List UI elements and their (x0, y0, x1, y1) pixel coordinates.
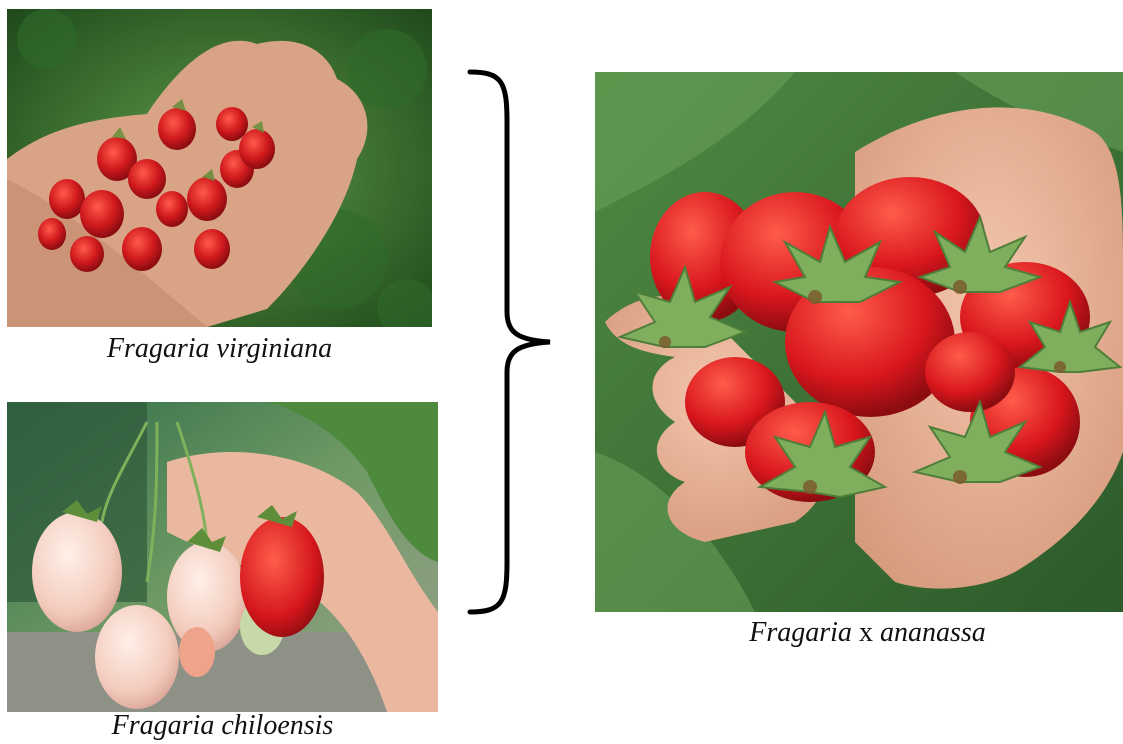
photo-fragaria-x-ananassa (595, 72, 1123, 612)
caption-fragaria-chiloensis: Fragaria chiloensis (7, 710, 438, 742)
species-epithet-label: virginiana (217, 333, 333, 364)
curly-brace-connector (462, 62, 557, 622)
caption-fragaria-virginiana: Fragaria virginiana (7, 333, 432, 365)
genus-label: Fragaria (107, 333, 210, 364)
species-epithet-label: ananassa (880, 617, 986, 648)
species-epithet-label: chiloensis (221, 710, 333, 741)
caption-fragaria-x-ananassa: Fragaria x ananassa (595, 617, 1123, 649)
photo-fragaria-virginiana (7, 9, 432, 327)
photo-fragaria-chiloensis (7, 402, 438, 712)
genus-label: Fragaria (749, 617, 852, 648)
genus-label: Fragaria (112, 710, 215, 741)
hybrid-cross-label: x (859, 617, 873, 648)
